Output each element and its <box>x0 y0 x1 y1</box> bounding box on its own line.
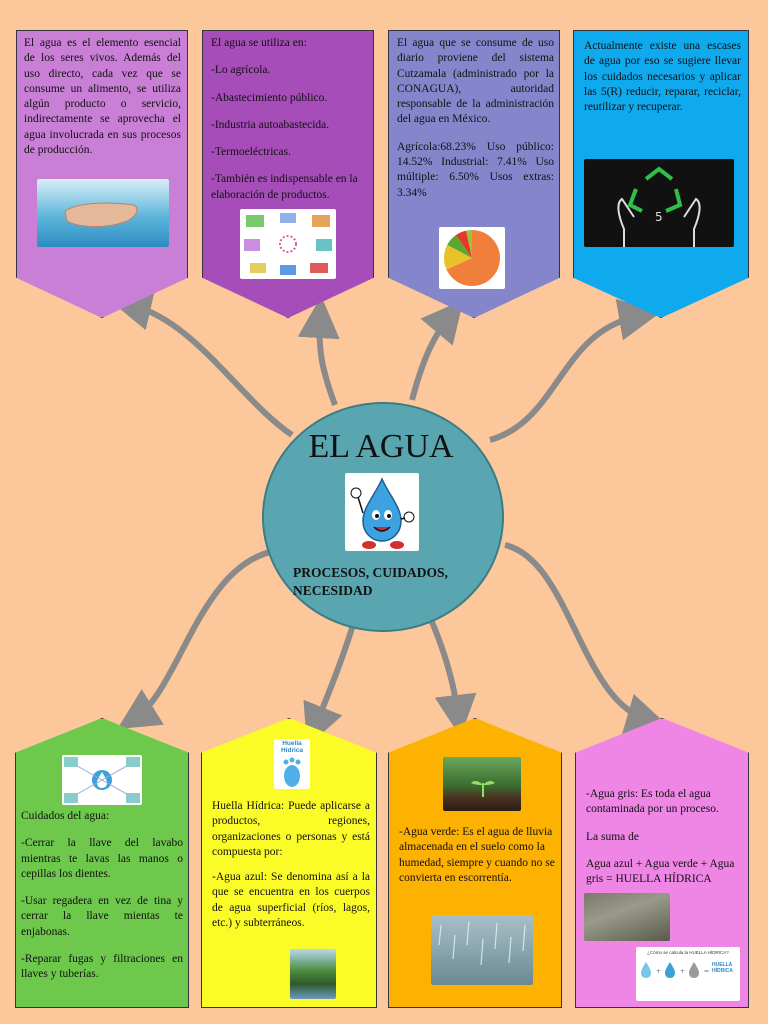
card-2-line-5: -Termoeléctricas. <box>211 146 291 159</box>
card-2-line-4: -Industria autoabastecida. <box>211 118 330 131</box>
arrow-to-card-4 <box>489 298 661 443</box>
river-landscape-image <box>290 949 336 999</box>
card-6-blue-water: -Agua azul: Se denomina así a la que se … <box>212 871 370 929</box>
card-water-footprint: Huella Hídrica Huella Hídrica: Puede apl… <box>201 718 377 1008</box>
pie-slice-4 <box>455 230 472 258</box>
card-water-uses: El agua se utiliza en: -Lo agrícola. -Ab… <box>202 30 374 318</box>
card-grey-water: -Agua gris: Es toda el agua contaminada … <box>575 718 749 1008</box>
rain-image <box>431 915 533 985</box>
card-2-line-2: -Lo agrícola. <box>211 64 271 77</box>
water-footprint-icon: Huella Hídrica <box>274 739 310 789</box>
footprint-diagram-label: HUELLA HÍDRICA <box>712 962 733 974</box>
card-1-text: El agua es el elemento esencial de los s… <box>24 37 181 156</box>
recycling-hands-image: 5 <box>584 159 734 247</box>
svg-text:=: = <box>704 968 709 975</box>
card-7-text: -Agua verde: Es el agua de lluvia almace… <box>399 826 555 884</box>
footprint-diagram-title: ¿Cómo se calcula la HUELLA HÍDRICA? <box>647 950 729 955</box>
card-5-tip-2: -Usar regadera en vez de tina y cerrar l… <box>21 895 183 938</box>
polluted-water-image <box>584 893 670 941</box>
arrow-to-card-8 <box>504 542 669 735</box>
card-5-tip-3: -Reparar fugas y filtraciones en llaves … <box>21 952 183 981</box>
card-2-line-1: El agua se utiliza en: <box>211 37 307 49</box>
water-footprint-diagram-image: ¿Cómo se calcula la HUELLA HÍDRICA? + + … <box>636 947 740 1001</box>
card-8-formula: Agua azul + Agua verde + Agua gris = HUE… <box>586 857 735 886</box>
arrow-to-card-5 <box>117 547 281 730</box>
card-8-text: -Agua gris: Es toda el agua contaminada … <box>586 788 719 816</box>
card-2-line-3: -Abastecimiento público. <box>211 91 328 104</box>
svg-text:+: + <box>656 968 661 975</box>
card-water-source: El agua que se consume de uso diario pro… <box>388 30 560 318</box>
pie-slice-2 <box>444 244 472 270</box>
card-4-text: Actualmente existe una escases de agua p… <box>584 40 741 114</box>
card-6-text: Huella Hídrica: Puede aplicarse a produc… <box>212 800 370 858</box>
pie-slice-1 <box>446 230 500 286</box>
card-3-text: El agua que se consume de uso diario pro… <box>397 37 554 126</box>
pie-slice-3 <box>447 235 472 258</box>
center-title: EL AGUA <box>308 428 454 465</box>
card-2-line-6: -También es indispensable en la elaborac… <box>211 173 358 201</box>
arrow-to-card-2 <box>297 296 340 407</box>
water-uses-infographic-image <box>240 209 336 279</box>
water-care-diagram-image <box>62 755 142 805</box>
card-8-sum-label: La suma de <box>586 830 640 843</box>
arrow-to-card-7 <box>429 620 477 737</box>
arrow-to-card-1 <box>109 289 294 438</box>
card-green-water: -Agua verde: Es el agua de lluvia almace… <box>388 718 562 1008</box>
huella-icon-label: Huella Hídrica <box>280 740 304 754</box>
svg-text:+: + <box>680 968 685 975</box>
card-water-scarcity: Actualmente existe una escases de agua p… <box>573 30 749 318</box>
card-3-usage: Agrícola:68.23% Uso público: 14.52% Indu… <box>397 140 554 199</box>
plant-sprout-image <box>443 757 521 811</box>
hands-water-image <box>37 179 169 247</box>
arrow-to-card-6 <box>303 627 355 747</box>
pie-slice-5 <box>466 230 472 258</box>
card-water-care: Cuidados del agua: -Cerrar la llave del … <box>15 718 189 1008</box>
arrow-to-card-3 <box>409 299 464 401</box>
card-5-tip-1: -Cerrar la llave del lavabo mientras te … <box>21 837 183 880</box>
card-water-essential: El agua es el elemento esencial de los s… <box>16 30 188 318</box>
card-5-heading: Cuidados del agua: <box>21 810 110 822</box>
water-drop-mascot-image <box>345 473 419 551</box>
water-usage-pie-chart <box>439 227 505 289</box>
svg-text:5: 5 <box>655 210 663 224</box>
center-subtitle: PROCESOS, CUIDADOS, NECESIDAD <box>293 565 448 598</box>
